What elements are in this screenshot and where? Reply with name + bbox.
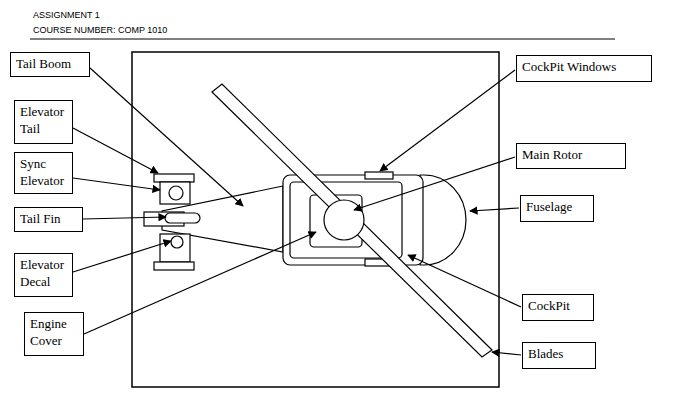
- callout-label: Main Rotor: [522, 147, 620, 164]
- cockpit-window: [365, 172, 393, 179]
- header-text: ASSIGNMENT 1: [33, 10, 100, 20]
- callout-box: CockPit: [522, 294, 594, 321]
- leader-line: [83, 217, 166, 219]
- tail-fin: [165, 213, 200, 223]
- leader-line: [73, 241, 171, 272]
- callout-box: CockPit Windows: [516, 55, 652, 82]
- leader-line: [354, 157, 515, 210]
- callout-box: Tail Fin: [14, 207, 83, 232]
- callout-box: Sync Elevator: [14, 152, 73, 194]
- callout-label: Tail Boom: [16, 56, 84, 73]
- fuselage: [283, 175, 423, 265]
- leader-line: [84, 232, 316, 334]
- leader-line: [380, 70, 515, 171]
- leader-line: [492, 352, 521, 355]
- leader-line: [408, 255, 521, 307]
- header-text: COURSE NUMBER: COMP 1010: [33, 25, 167, 35]
- callout-label: Elevator Tail: [20, 104, 67, 138]
- elevator-cap: [154, 262, 194, 270]
- sync-elevator: [169, 186, 183, 200]
- tail-boom: [162, 186, 283, 252]
- frame: [132, 52, 499, 387]
- header-rule: [30, 39, 615, 40]
- elevator-cap: [154, 174, 194, 182]
- fuselage-nose: [420, 175, 466, 265]
- elevator-decal: [171, 236, 183, 248]
- callout-label: Blades: [528, 346, 590, 363]
- callout-box: Blades: [522, 342, 596, 369]
- main-rotor: [324, 200, 364, 240]
- callout-label: CockPit Windows: [522, 59, 646, 76]
- leader-line: [470, 208, 519, 211]
- callout-label: Elevator Decal: [20, 257, 67, 291]
- callout-label: Fuselage: [526, 199, 588, 216]
- callout-label: Tail Fin: [20, 211, 77, 228]
- blades: [212, 84, 492, 357]
- callout-box: Tail Boom: [10, 52, 90, 77]
- callout-label: Sync Elevator: [20, 156, 67, 190]
- callout-label: Engine Cover: [30, 316, 78, 350]
- elevator-tail: [160, 182, 190, 204]
- leader-line: [73, 178, 160, 190]
- leader-line: [73, 128, 158, 173]
- callout-box: Fuselage: [520, 195, 594, 222]
- callout-box: Elevator Tail: [14, 100, 73, 144]
- elevator-lower: [160, 234, 190, 262]
- callout-label: CockPit: [528, 298, 588, 315]
- leader-line: [90, 68, 243, 206]
- callout-box: Main Rotor: [516, 143, 626, 169]
- callout-box: Engine Cover: [24, 312, 84, 356]
- callout-box: Elevator Decal: [14, 253, 73, 297]
